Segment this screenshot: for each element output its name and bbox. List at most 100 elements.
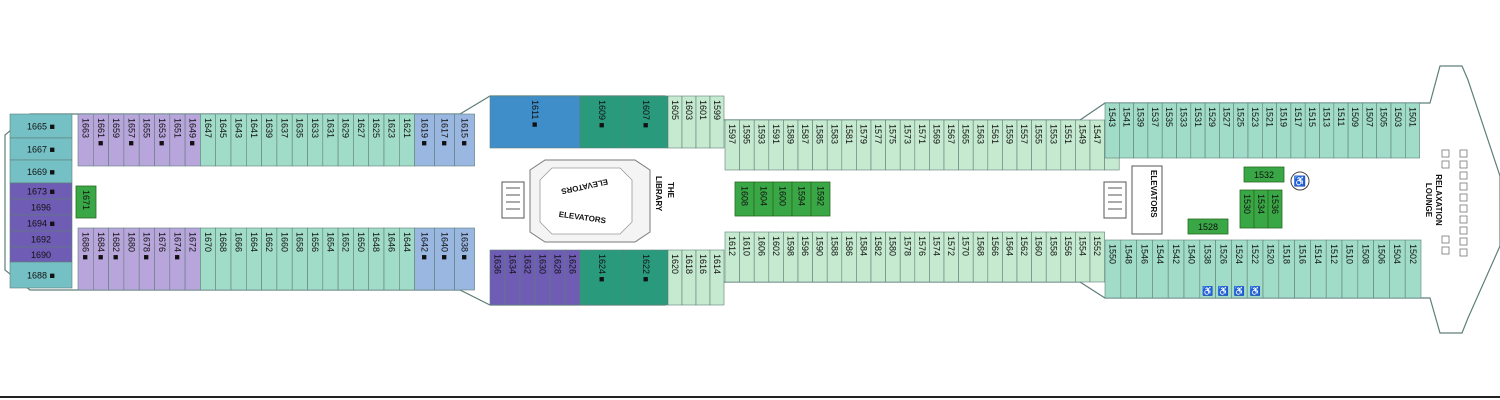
cabin-1583[interactable]: 1583	[826, 119, 843, 171]
cabin-1603[interactable]: 1603	[681, 95, 697, 149]
cabin-1518[interactable]: 1518	[1278, 239, 1295, 299]
cabin-1598[interactable]: 1598	[783, 231, 799, 283]
cabin-1529[interactable]: 1529	[1204, 102, 1220, 159]
cabin-1663[interactable]: 1663	[77, 113, 94, 167]
cabin-1686[interactable]: 1686 ■	[77, 227, 94, 291]
cabin-1572[interactable]: 1572	[943, 231, 959, 283]
cabin-1549[interactable]: 1549	[1075, 119, 1091, 171]
cabin-1540[interactable]: 1540	[1183, 239, 1201, 299]
cabin-1626[interactable]: 1626	[564, 249, 581, 306]
cabin-1586[interactable]: 1586	[841, 231, 857, 283]
cabin-1618[interactable]: 1618	[681, 249, 697, 306]
cabin-1558[interactable]: 1558	[1045, 231, 1062, 283]
cabin-1528[interactable]: 1528	[1187, 218, 1229, 235]
cabin-1607[interactable]: 1607 ■	[623, 95, 669, 149]
cabin-1619[interactable]: 1619 ■	[414, 113, 435, 167]
cabin-1502[interactable]: 1502	[1404, 239, 1422, 299]
cabin-1587[interactable]: 1587	[797, 119, 813, 171]
cabin-1641[interactable]: 1641	[246, 113, 262, 167]
cabin-1567[interactable]: 1567	[943, 119, 959, 171]
cabin-1533[interactable]: 1533	[1176, 102, 1192, 159]
cabin-1541[interactable]: 1541	[1119, 102, 1134, 159]
cabin-1647[interactable]: 1647	[200, 113, 216, 167]
cabin-1535[interactable]: 1535	[1161, 102, 1177, 159]
cabin-1538[interactable]: 1538♿	[1199, 239, 1216, 299]
cabin-1575[interactable]: 1575	[885, 119, 901, 171]
cabin-1657[interactable]: 1657 ■	[123, 113, 140, 167]
cabin-1532[interactable]: 1532	[1243, 166, 1285, 183]
cabin-1547[interactable]: 1547	[1089, 119, 1105, 171]
cabin-1662[interactable]: 1662	[261, 227, 278, 291]
cabin-1520[interactable]: 1520	[1262, 239, 1280, 299]
cabin-1604[interactable]: 1604	[753, 181, 774, 217]
cabin-1543[interactable]: 1543	[1104, 102, 1120, 159]
cabin-1635[interactable]: 1635	[291, 113, 308, 167]
cabin-1646[interactable]: 1646	[383, 227, 400, 291]
cabin-1614[interactable]: 1614	[709, 249, 725, 306]
cabin-1692[interactable]: 1692	[9, 230, 73, 248]
cabin-1639[interactable]: 1639	[261, 113, 278, 167]
cabin-1625[interactable]: 1625	[368, 113, 385, 167]
cabin-1562[interactable]: 1562	[1016, 231, 1032, 283]
cabin-1642[interactable]: 1642 ■	[414, 227, 435, 291]
cabin-1624[interactable]: 1624 ■	[579, 249, 625, 306]
cabin-1579[interactable]: 1579	[856, 119, 872, 171]
cabin-1588[interactable]: 1588	[826, 231, 843, 283]
cabin-1653[interactable]: 1653 ■	[154, 113, 171, 167]
cabin-1534[interactable]: 1534	[1253, 189, 1269, 229]
cabin-1678[interactable]: 1678 ■	[138, 227, 155, 291]
cabin-1669[interactable]: 1669 ■	[9, 159, 73, 184]
cabin-1606[interactable]: 1606	[753, 231, 770, 283]
cabin-1654[interactable]: 1654	[322, 227, 339, 291]
cabin-1574[interactable]: 1574	[929, 231, 945, 283]
cabin-1539[interactable]: 1539	[1133, 102, 1149, 159]
cabin-1665[interactable]: 1665 ■	[9, 113, 73, 139]
cabin-1569[interactable]: 1569	[929, 119, 945, 171]
cabin-1645[interactable]: 1645	[215, 113, 232, 167]
cabin-1550[interactable]: 1550	[1104, 239, 1122, 299]
cabin-1522[interactable]: 1522♿	[1246, 239, 1264, 299]
cabin-1655[interactable]: 1655	[138, 113, 155, 167]
cabin-1548[interactable]: 1548	[1120, 239, 1137, 299]
cabin-1656[interactable]: 1656	[307, 227, 324, 291]
cabin-1594[interactable]: 1594	[791, 181, 812, 217]
cabin-1551[interactable]: 1551	[1060, 119, 1076, 171]
cabin-1599[interactable]: 1599	[709, 95, 725, 149]
cabin-1612[interactable]: 1612	[724, 231, 740, 283]
cabin-1621[interactable]: 1621	[398, 113, 415, 167]
cabin-1555[interactable]: 1555	[1031, 119, 1047, 171]
cabin-1570[interactable]: 1570	[958, 231, 974, 283]
cabin-1505[interactable]: 1505	[1376, 102, 1392, 159]
cabin-1680[interactable]: 1680	[123, 227, 140, 291]
cabin-1521[interactable]: 1521	[1262, 102, 1277, 159]
cabin-1526[interactable]: 1526♿	[1215, 239, 1232, 299]
cabin-1640[interactable]: 1640 ■	[434, 227, 455, 291]
cabin-1650[interactable]: 1650	[353, 227, 369, 291]
cabin-1584[interactable]: 1584	[856, 231, 872, 283]
cabin-1670[interactable]: 1670	[200, 227, 216, 291]
cabin-1513[interactable]: 1513	[1319, 102, 1335, 159]
cabin-1667[interactable]: 1667 ■	[9, 137, 73, 161]
cabin-1620[interactable]: 1620	[667, 249, 683, 306]
cabin-1648[interactable]: 1648	[368, 227, 385, 291]
cabin-1501[interactable]: 1501	[1405, 102, 1420, 159]
cabin-1537[interactable]: 1537	[1147, 102, 1163, 159]
cabin-1552[interactable]: 1552	[1089, 231, 1105, 283]
cabin-1637[interactable]: 1637	[276, 113, 293, 167]
cabin-1676[interactable]: 1676	[154, 227, 171, 291]
cabin-1516[interactable]: 1516	[1294, 239, 1311, 299]
cabin-1629[interactable]: 1629	[337, 113, 354, 167]
cabin-1649[interactable]: 1649 ■	[184, 113, 201, 167]
cabin-1544[interactable]: 1544	[1152, 239, 1169, 299]
cabin-1600[interactable]: 1600	[772, 181, 793, 217]
cabin-1557[interactable]: 1557	[1016, 119, 1032, 171]
cabin-1530[interactable]: 1530	[1239, 189, 1255, 229]
cabin-1666[interactable]: 1666	[230, 227, 247, 291]
cabin-1523[interactable]: 1523	[1247, 102, 1263, 159]
cabin-1682[interactable]: 1682 ■	[108, 227, 125, 291]
cabin-1623[interactable]: 1623	[383, 113, 400, 167]
cabin-1615[interactable]: 1615 ■	[454, 113, 475, 167]
cabin-1512[interactable]: 1512	[1325, 239, 1343, 299]
cabin-1631[interactable]: 1631	[322, 113, 339, 167]
cabin-1684[interactable]: 1684 ■	[93, 227, 109, 291]
